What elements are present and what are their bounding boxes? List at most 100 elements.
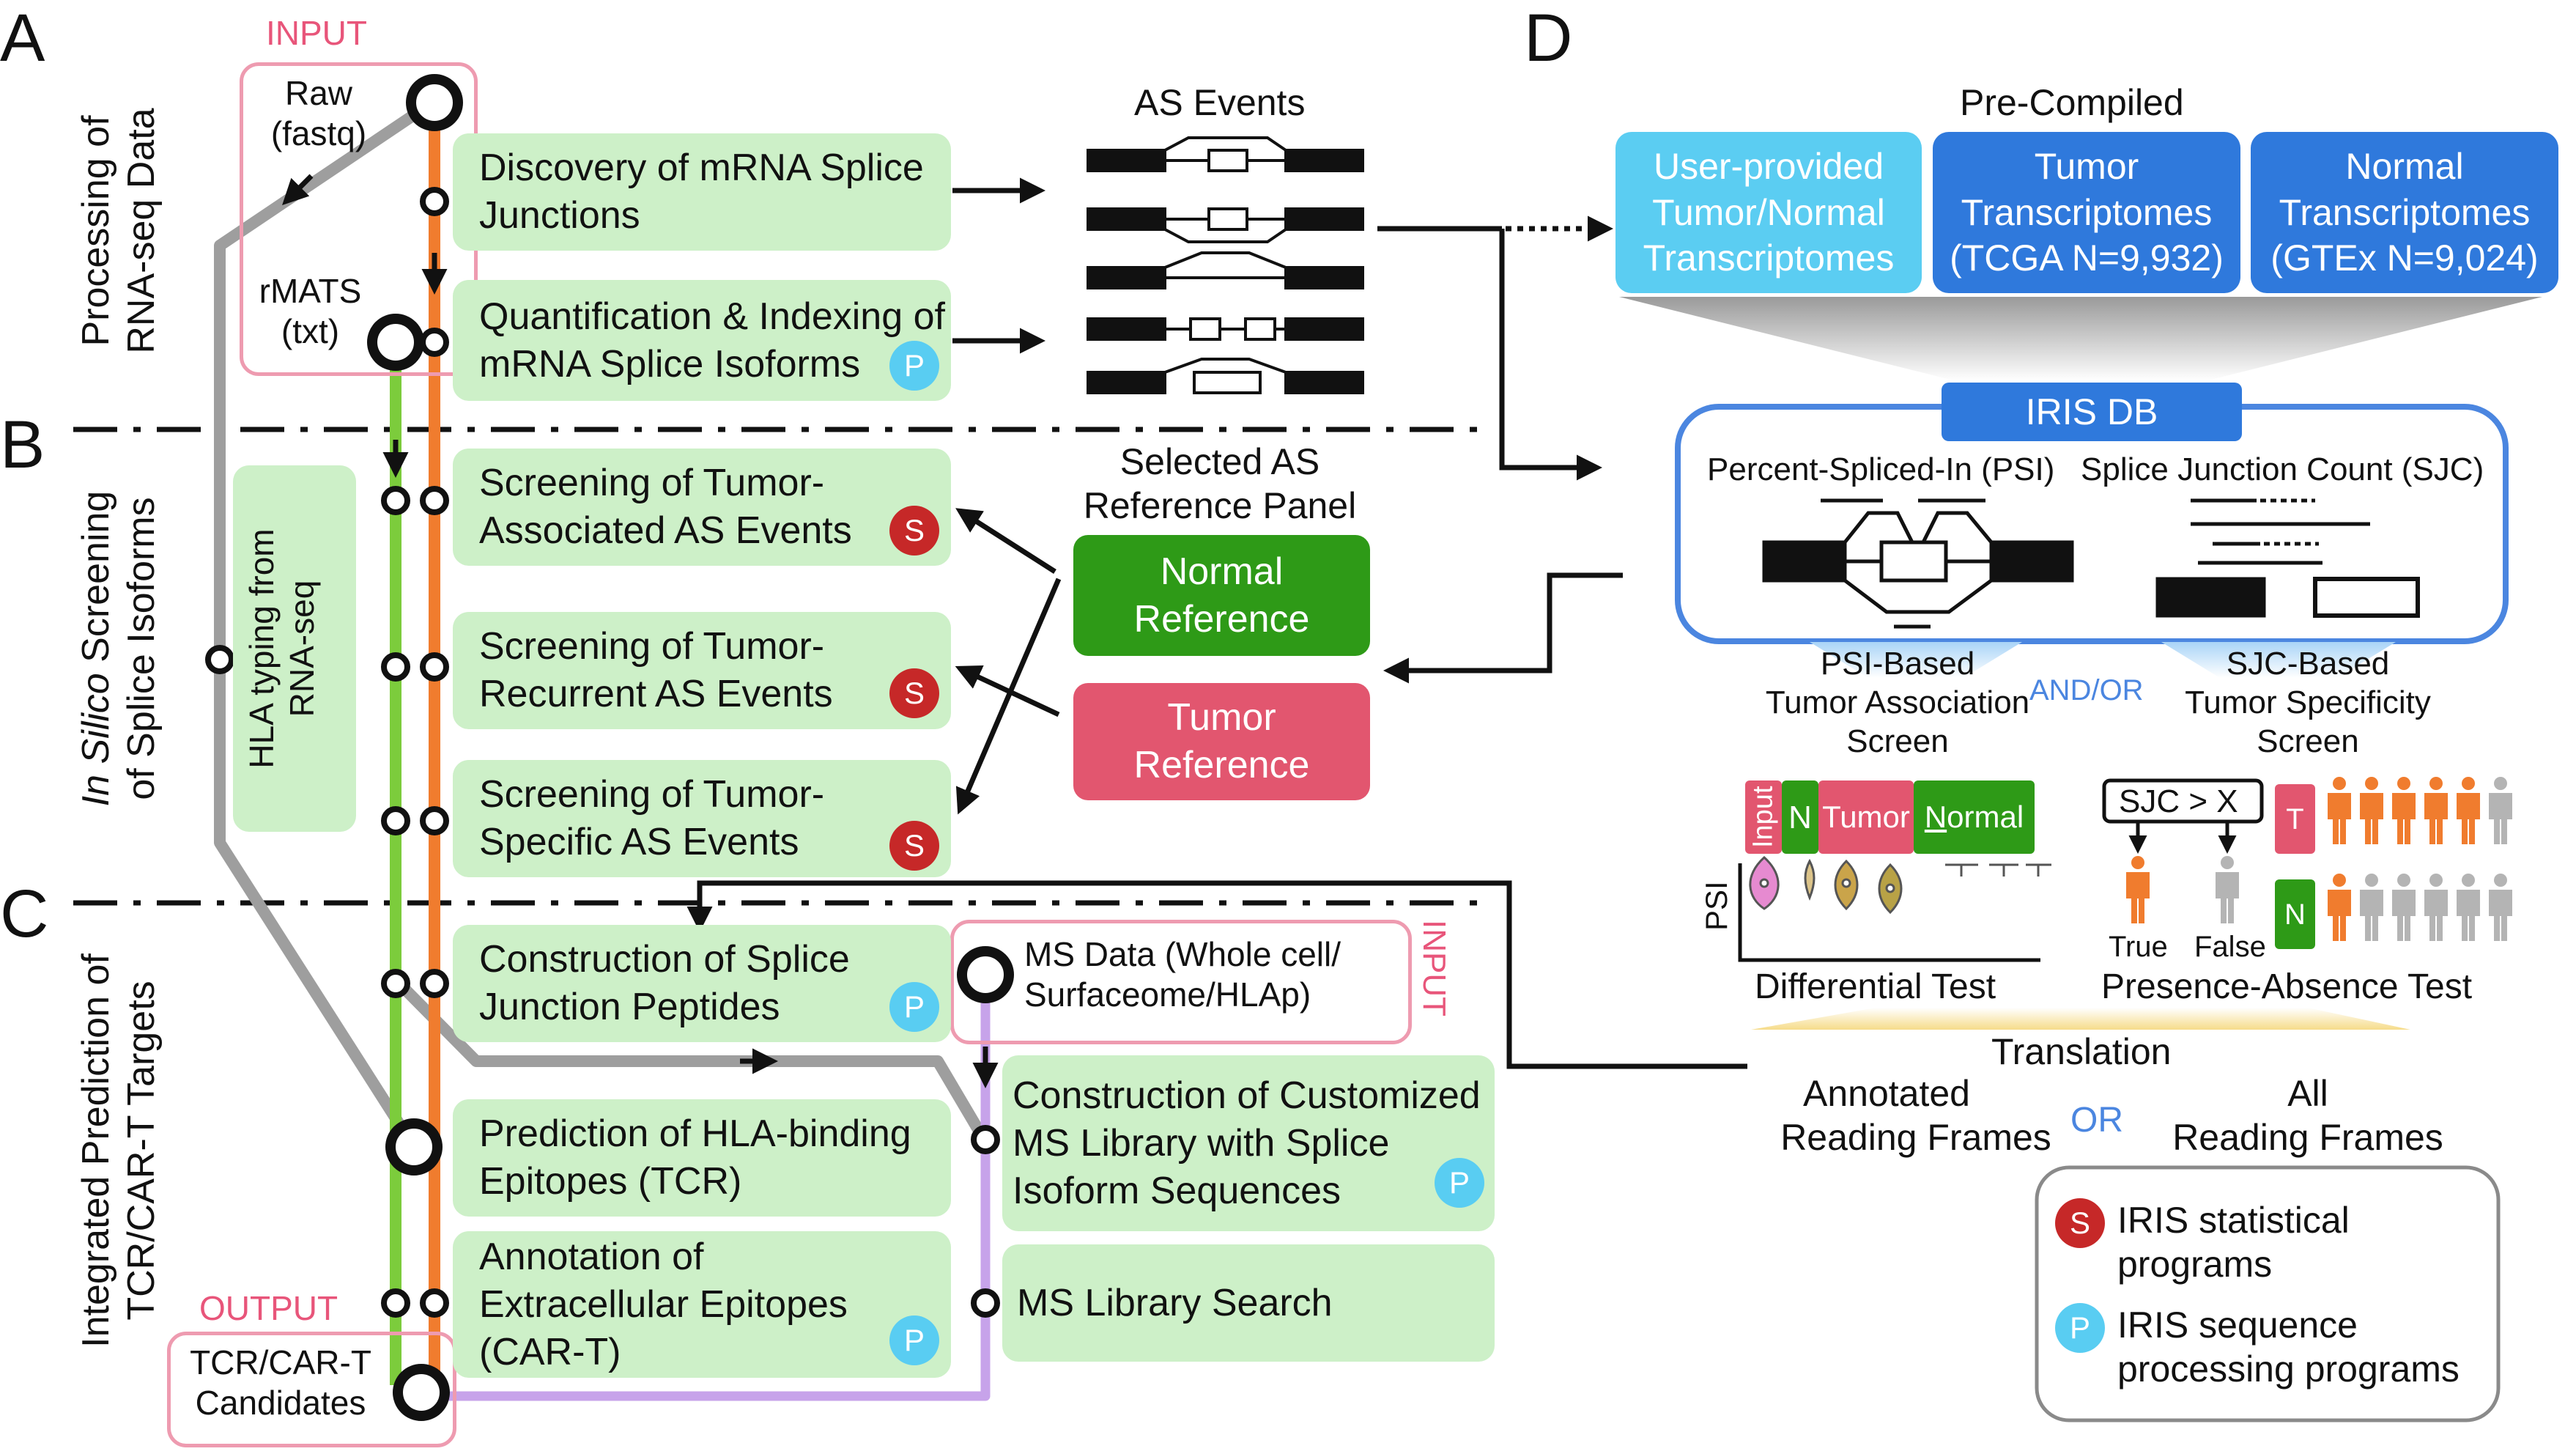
arrow-icon: [686, 880, 1747, 1069]
or-label: OR: [2070, 1101, 2123, 1140]
p-badge-icon: P: [889, 1315, 939, 1365]
person-icon: [2126, 856, 2150, 923]
person-icon: [2392, 777, 2416, 844]
ms-input-label: INPUT: [1415, 920, 1452, 1016]
gray-pipeline-line: [214, 97, 436, 1151]
false-label: False: [2194, 931, 2266, 963]
diff-normal-tag: Normal: [1914, 780, 2035, 854]
and-or-label: AND/OR: [2029, 674, 2144, 706]
translation-fan: [1751, 1008, 2410, 1030]
s-badge-icon: S: [889, 668, 939, 718]
true-label: True: [2109, 931, 2168, 963]
step-screen-associated: Screening of Tumor-Associated AS Events: [453, 449, 951, 566]
arrow-icon: [955, 577, 1062, 815]
iris-db-label: IRIS DB: [1942, 383, 2242, 441]
people-group: [2126, 777, 2512, 941]
presence-n-tag: N: [2275, 879, 2315, 949]
person-icon: [2328, 777, 2351, 844]
sjc-condition-label: SJC > X: [2119, 783, 2238, 819]
step-ms-search: MS Library Search: [1002, 1244, 1495, 1362]
presence-t-tag: T: [2275, 784, 2315, 854]
person-icon: [2489, 777, 2512, 844]
arrow-icon: [955, 508, 1056, 574]
circle-node-icon: [205, 74, 1014, 1421]
precompiled-title: Pre-Compiled: [1960, 82, 2184, 123]
diff-n-tag: N: [1782, 780, 1818, 854]
s-badge-icon: S: [889, 506, 939, 556]
step-screen-specific: Screening of Tumor-Specific AS Events: [453, 760, 951, 877]
raw-fastq-label: Raw(fastq): [270, 74, 367, 153]
arrow-icon: [1383, 572, 1623, 684]
legend-frame: [2035, 1165, 2501, 1422]
person-icon: [2457, 777, 2480, 844]
rmats-label: rMATS(txt): [259, 272, 362, 351]
person-icon: [2360, 874, 2383, 941]
legend-s-badge-icon: S: [2055, 1198, 2105, 1248]
arrow-icon: [282, 174, 314, 205]
legend-p-badge-icon: P: [2055, 1303, 2105, 1353]
person-icon: [2360, 777, 2383, 844]
s-badge-icon: S: [889, 821, 939, 871]
diff-tumor-tag: Tumor: [1818, 780, 1914, 854]
sjc-label: Splice Junction Count (SJC): [2081, 451, 2484, 487]
exon-diagram-icon: [1087, 136, 1364, 394]
psi-exon-icon: [1762, 498, 2074, 629]
translation-title: Translation: [1991, 1031, 2172, 1072]
presence-absence-title: Presence-Absence Test: [2101, 967, 2473, 1006]
panel-letter-c: C: [0, 877, 49, 951]
hla-typing-box: [233, 465, 356, 832]
person-icon: [2424, 777, 2448, 844]
psi-label: Percent-Spliced-In (PSI): [1707, 451, 2055, 487]
funnel-shape: [1619, 297, 2542, 381]
panel-letter-a: A: [0, 1, 45, 75]
person-icon: [2392, 874, 2416, 941]
person-icon: [2457, 874, 2480, 941]
panel-letter-b: B: [0, 407, 45, 482]
p-badge-icon: P: [1435, 1158, 1484, 1208]
sjc-reads-icon: [2155, 498, 2420, 618]
psi-axis-label: PSI: [1699, 881, 1733, 931]
person-icon: [2489, 874, 2512, 941]
person-icon: [2328, 874, 2351, 941]
panel-letter-d: D: [1524, 1, 1573, 75]
sjc-condition-box: [2102, 778, 2264, 824]
arrow-icon: [955, 665, 1060, 717]
input-label: INPUT: [266, 14, 367, 52]
psi-axis: [1738, 863, 2040, 962]
psi-fan: [1810, 642, 2022, 678]
step-screen-recurrent: Screening of Tumor-Recurrent AS Events: [453, 612, 951, 729]
output-frame: [167, 1332, 456, 1447]
violin-plot-icon: [1749, 855, 2051, 915]
person-icon: [2216, 856, 2239, 923]
p-badge-icon: P: [889, 982, 939, 1032]
as-events-title: AS Events: [1134, 82, 1306, 123]
side-label-b: In Silico Screening of Splice Isoforms: [75, 490, 163, 807]
arrow-icon: [1499, 229, 1602, 481]
p-badge-icon: P: [889, 341, 939, 391]
output-label: OUTPUT: [199, 1289, 338, 1327]
purple-line: [429, 975, 991, 1401]
